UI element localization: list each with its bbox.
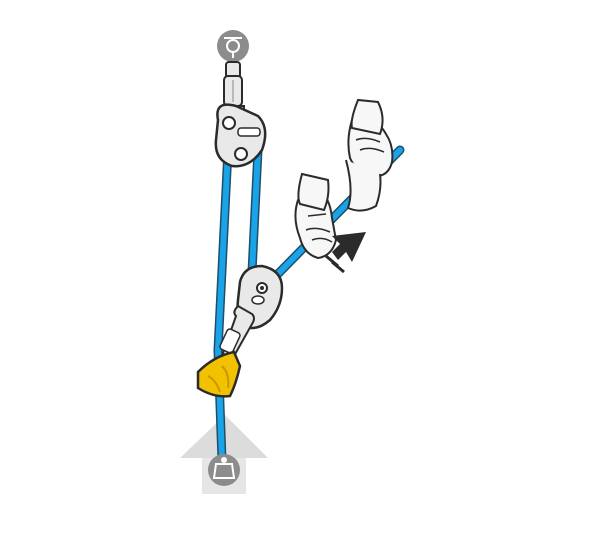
anchor-point-icon — [217, 30, 249, 62]
main-rope-right — [247, 145, 263, 277]
load-icon — [208, 454, 240, 486]
rope-clamp — [196, 350, 242, 398]
pull-direction-arrow-icon — [325, 232, 366, 274]
top-pulley — [214, 103, 267, 168]
main-rope-left — [213, 145, 233, 465]
upper-hand-icon — [345, 98, 394, 212]
lower-hand-icon — [294, 172, 338, 260]
